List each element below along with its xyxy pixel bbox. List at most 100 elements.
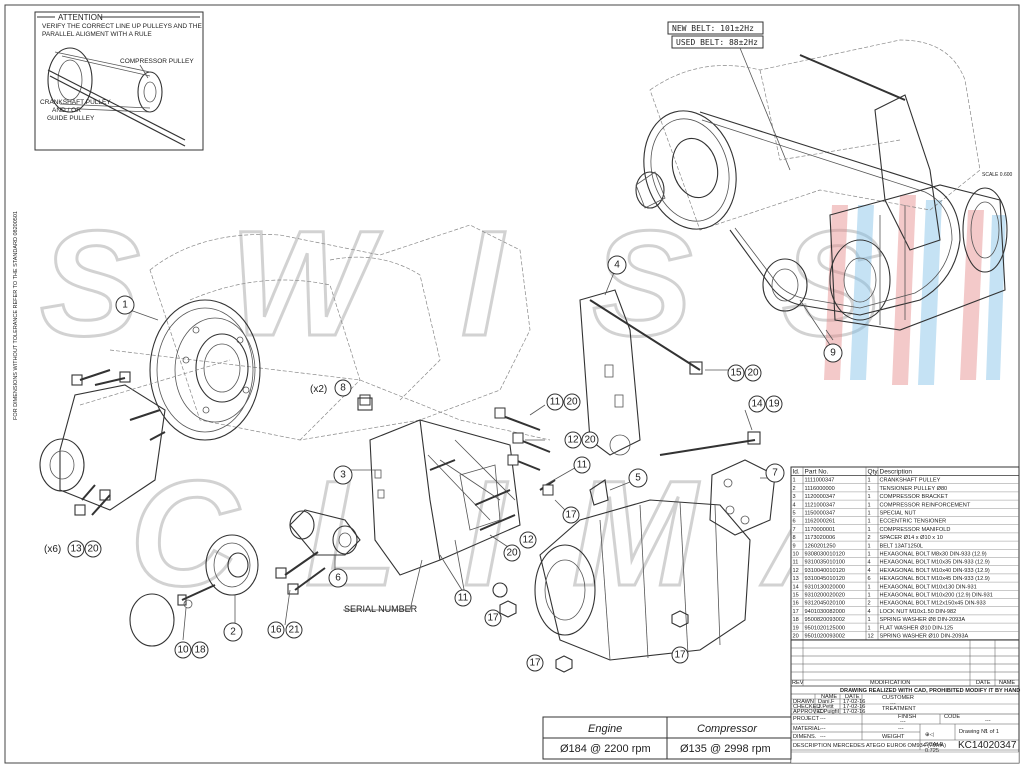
used-belt-frequency: USED BELT: 88±2Hz <box>676 38 758 47</box>
dimens-label: DIMENS. <box>793 734 817 740</box>
compressor-speed: Ø135 @ 2998 rpm <box>680 743 771 755</box>
bom-cell: 1121000347 <box>805 502 836 508</box>
bom-cell: 2 <box>868 535 871 541</box>
tensioner-cover <box>129 593 175 647</box>
svg-text:18: 18 <box>194 645 206 656</box>
bom-cell: 9 <box>793 543 796 549</box>
svg-text:9: 9 <box>830 348 836 359</box>
finish-label: FINISH <box>898 714 916 720</box>
checked-date: 17-02-16 <box>843 704 865 710</box>
bom-cell: 14 <box>793 584 799 590</box>
bom-cell: 1 <box>793 478 796 484</box>
tolerance-side-note: FOR DIMENSIONS WITHOUT TOLERANCE REFER T… <box>13 211 19 420</box>
bolt-10 <box>181 584 216 601</box>
svg-text:2: 2 <box>230 627 236 638</box>
svg-text:3: 3 <box>340 470 346 481</box>
bom-cell: 17 <box>793 609 799 615</box>
balloon-20-a: 20 <box>744 364 762 382</box>
approved-label: APPROVED <box>793 709 824 715</box>
description-value: MERCEDES ATEGO EURO6 OM934 (7MYA) <box>833 743 946 749</box>
svg-text:4: 4 <box>614 260 620 271</box>
bom-cell: COMPRESSOR BRACKET <box>880 494 949 500</box>
bom-cell: HEXAGONAL BOLT M12x150x45 DIN-933 <box>880 601 986 607</box>
checked-name: J.Petit <box>818 704 834 710</box>
crank-pulley-label-2: AND / OR <box>52 107 81 114</box>
bom-cell: 1 <box>868 502 871 508</box>
exploded-view <box>39 224 776 673</box>
bom-cell: 9501020125000 <box>805 625 845 631</box>
bom-cell: COMPRESSOR MANIFOLD <box>880 527 951 533</box>
bom-cell: 2 <box>793 486 796 492</box>
svg-text:1: 1 <box>122 300 128 311</box>
bom-cell: COMPRESSOR REINFORCEMENT <box>880 502 971 508</box>
description-label: DESCRIPTION <box>793 743 831 749</box>
dimens-value: --- <box>820 734 826 740</box>
material-label: MATERIAL <box>793 726 821 732</box>
bom-cell: 8 <box>793 535 796 541</box>
svg-text:17: 17 <box>565 510 577 521</box>
svg-text:10: 10 <box>177 645 189 656</box>
approved-date: 17-02-16 <box>843 709 865 715</box>
bom-cell: SPACER Ø14 x Ø10 x 10 <box>880 535 943 541</box>
svg-text:13: 13 <box>70 544 82 555</box>
balloon-17-b: 17 <box>484 609 502 627</box>
document-number: KC14020347 <box>958 740 1017 751</box>
bom-cell: 4 <box>793 502 796 508</box>
bom-cell: 4 <box>868 560 871 566</box>
special-nut <box>589 479 609 506</box>
bom-header: Id.Part No.Qty.Description <box>793 469 913 476</box>
bom-cell: HEXAGONAL BOLT M10x35 DIN-933 (12.9) <box>880 560 990 566</box>
bom-cell: 9310200020020 <box>805 593 845 599</box>
bom-cell: 1 <box>868 519 871 525</box>
assembled-view <box>635 39 1008 346</box>
bom-cell: 9310035010100 <box>805 560 845 566</box>
svg-text:5: 5 <box>635 473 641 484</box>
bom-cell: 9310045010120 <box>805 576 845 582</box>
balloon-11-a: 11 <box>546 393 564 411</box>
item-balloons: 1 4 3 5 6 7 9 2 (x2) 8 15 20 14 19 11 20… <box>44 255 843 672</box>
balloon-8: 8 <box>334 379 352 397</box>
svg-text:14: 14 <box>751 399 763 410</box>
bom-cell: 12 <box>868 634 874 640</box>
bom-cell: 1170000001 <box>805 527 836 533</box>
approved-name: C.Puigfil <box>818 709 839 715</box>
bom-cell: 13 <box>793 576 799 582</box>
watermark-stripes <box>824 195 1006 385</box>
balloon-13: 13 <box>67 540 85 558</box>
svg-text:15: 15 <box>730 368 742 379</box>
bom-cell: 9401030082000 <box>805 609 845 615</box>
sheet-border <box>4 4 1020 764</box>
customer-value: --- <box>890 701 896 707</box>
compressor-bracket <box>369 419 521 576</box>
bom-cell: 1 <box>868 543 871 549</box>
balloon-12-a: 12 <box>564 431 582 449</box>
bom-cell: CRANKSHAFT PULLEY <box>880 478 941 484</box>
bom-cell: 4 <box>868 609 871 615</box>
leader-lines <box>129 269 834 641</box>
bom-cell: 1 <box>868 511 871 517</box>
bom-cell: 1 <box>868 593 871 599</box>
bom-cell: BELT 13AT1250L <box>880 543 924 549</box>
compressor-pulley-label: COMPRESSOR PULLEY <box>120 58 194 65</box>
crankshaft-pulley <box>149 299 261 441</box>
crank-pulley-label-3: GUIDE PULLEY <box>47 115 95 122</box>
svg-text:17: 17 <box>529 658 541 669</box>
assembled-belt <box>699 111 961 316</box>
bom-cell: 9501020093002 <box>805 634 845 640</box>
balloon-15: 15 <box>727 364 745 382</box>
balloon-20-c: 20 <box>581 431 599 449</box>
bracket-bolts <box>429 414 556 531</box>
checked-label: CHECKED <box>793 704 820 710</box>
bom-header-cell: Description <box>880 469 913 476</box>
bom-cell: HEXAGONAL BOLT M10x45 DIN-933 (12.9) <box>880 576 990 582</box>
bom-cell: 9310040010120 <box>805 568 845 574</box>
balloon-20-d: 20 <box>503 544 521 562</box>
